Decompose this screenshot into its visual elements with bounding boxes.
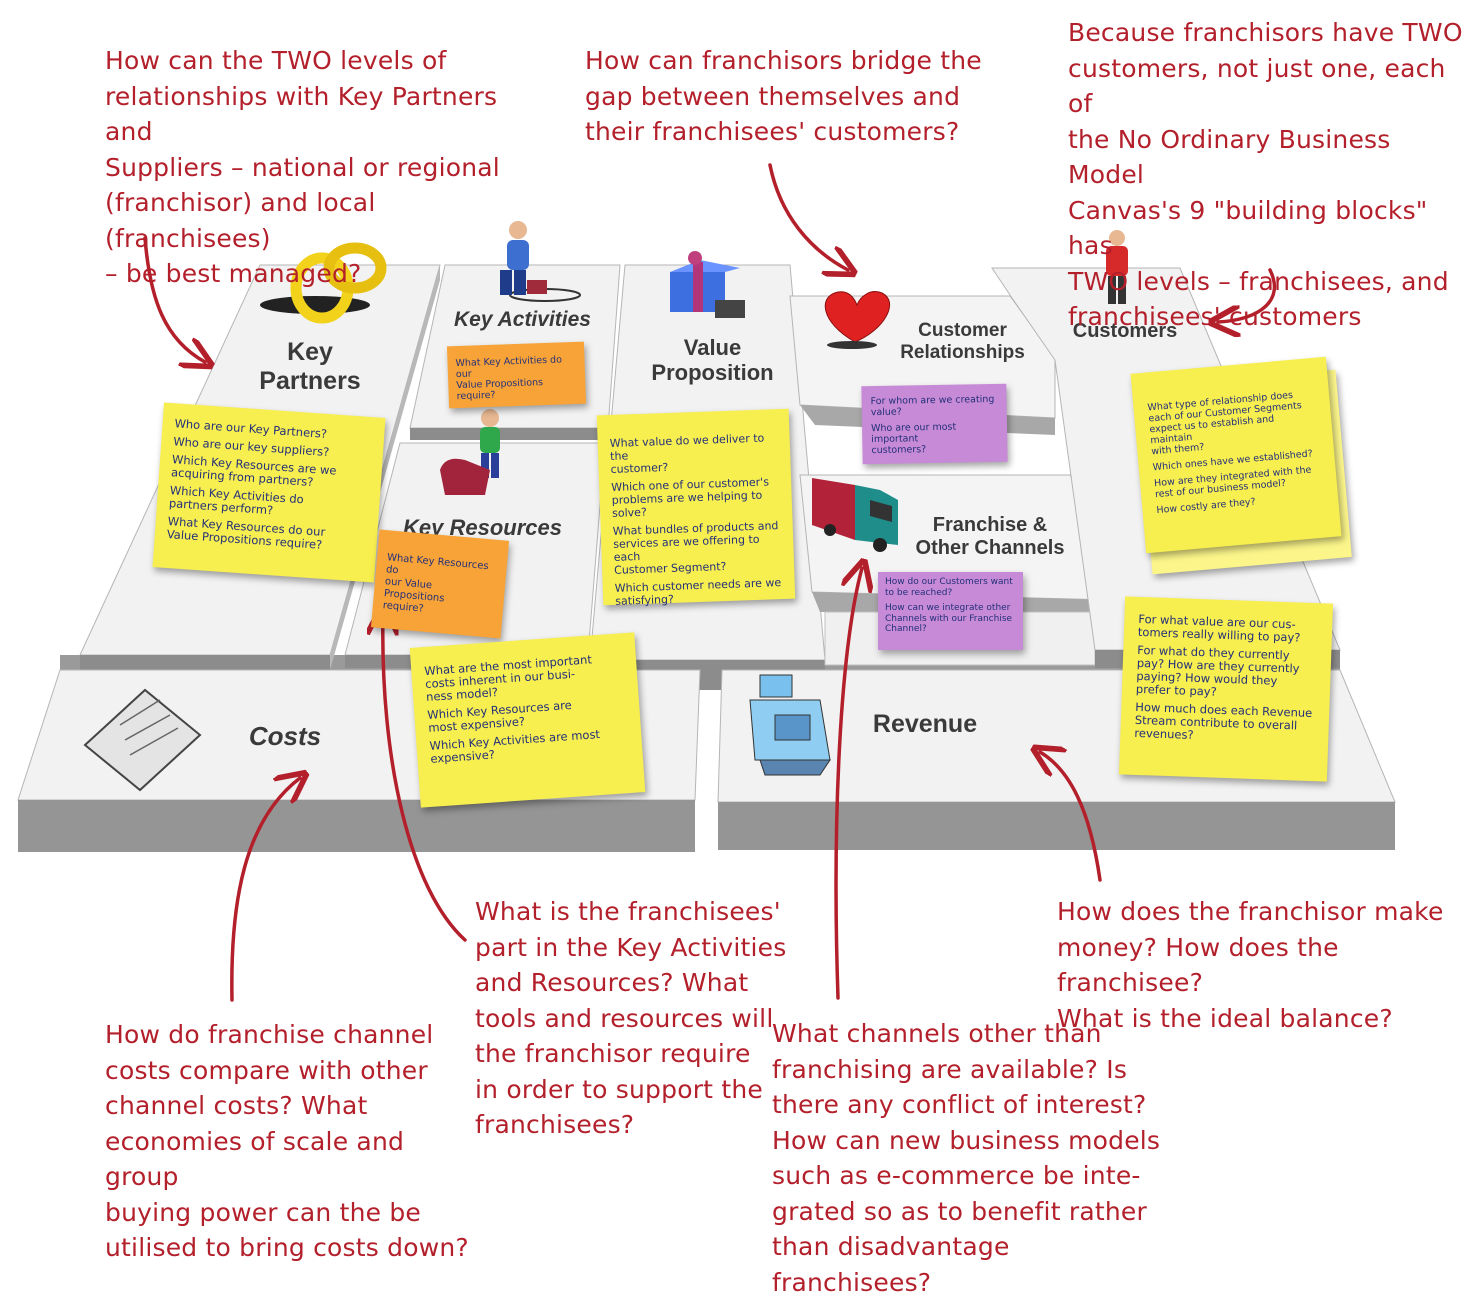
- note-line: What Key Resources do our Value Proposit…: [382, 552, 490, 615]
- truck-icon: [812, 478, 898, 552]
- note-key-resources: What Key Resources do our Value Proposit…: [370, 529, 510, 639]
- note-line: Who are our most important customers?: [870, 421, 957, 457]
- note-line: What type of relationship does each of o…: [1147, 389, 1303, 458]
- note-line: How do our Customers want to be reached?: [885, 577, 1013, 598]
- person-with-couch-icon: [440, 409, 500, 495]
- annotation-costs: How do franchise channel costs compare w…: [105, 1020, 469, 1262]
- gift-icon: [670, 251, 745, 318]
- note-line: How much does each Revenue Stream contri…: [1134, 699, 1313, 742]
- note-line: How can we integrate other Channels with…: [885, 603, 1013, 634]
- block-title-value-proposition: Value Proposition: [651, 335, 774, 386]
- arrow-to-key-resources: [383, 613, 467, 942]
- arrow-to-costs: [230, 778, 300, 1002]
- note-costs: What are the most important costs inhere…: [409, 632, 646, 808]
- block-title-costs: Costs: [248, 721, 322, 751]
- block-title-customer-relationships: Customer Relationships: [900, 320, 1025, 363]
- rings-icon: [260, 242, 387, 324]
- note-customers: What type of relationship does each of o…: [1130, 356, 1342, 554]
- arrow-to-key-partners: [143, 236, 205, 362]
- annotation-revenue: How does the franchisor make money? How …: [1057, 897, 1444, 1033]
- note-key-activities: What Key Activities do our Value Proposi…: [446, 341, 587, 409]
- note-revenue: For what value are our cus- tomers reall…: [1118, 596, 1334, 782]
- arrow-to-customer-relationships: [768, 163, 848, 270]
- note-line: Which one of our customer's problems are…: [611, 475, 770, 520]
- note-line: What bundles of products and services ar…: [612, 519, 779, 577]
- annotation-bridge-gap: How can franchisors bridge the gap betwe…: [585, 46, 982, 146]
- cash-register-icon: [749, 674, 831, 776]
- heart-icon: [824, 291, 891, 349]
- note-line: What Key Activities do our Value Proposi…: [455, 354, 563, 403]
- block-title-revenue: Revenue: [872, 710, 978, 738]
- block-title-key-partners: Key Partners: [259, 338, 361, 395]
- arrow-to-customers: [1218, 268, 1277, 322]
- person-standing-icon: [1106, 230, 1128, 304]
- annotation-channels: What channels other than franchising are…: [772, 1019, 1161, 1297]
- note-value-proposition: What value do we deliver to the customer…: [596, 408, 796, 608]
- annotation-franchisees-part: What is the franchisees' part in the Key…: [475, 897, 787, 1139]
- block-title-key-activities: Key Activities: [454, 308, 591, 331]
- note-line: What are the most important costs inhere…: [423, 652, 593, 704]
- arrow-to-revenue: [1040, 752, 1102, 882]
- annotation-arrows: [143, 163, 1277, 1002]
- person-pushing-icon: [500, 221, 581, 302]
- note-key-partners: Who are our Key Partners? Who are our ke…: [152, 402, 386, 583]
- block-title-channels: Franchise & Other Channels: [915, 514, 1065, 559]
- annotation-two-customers: Because franchisors have TWO customers, …: [1068, 18, 1463, 331]
- note-line: What value do we deliver to the customer…: [609, 431, 765, 476]
- receipt-icon: [83, 688, 202, 792]
- arrow-to-channels: [834, 568, 862, 1000]
- note-line: For what do they currently pay? How are …: [1135, 642, 1300, 699]
- note-channels: How do our Customers want to be reached?…: [878, 572, 1023, 650]
- block-title-customers: Customers: [1072, 320, 1178, 342]
- note-customer-relationships: For whom are we creating value? Who are …: [861, 383, 1008, 465]
- note-line: For what value are our cus- tomers reall…: [1137, 611, 1301, 645]
- annotation-key-partners: How can the TWO levels of relationships …: [105, 46, 500, 288]
- note-line: For whom are we creating value?: [870, 393, 995, 419]
